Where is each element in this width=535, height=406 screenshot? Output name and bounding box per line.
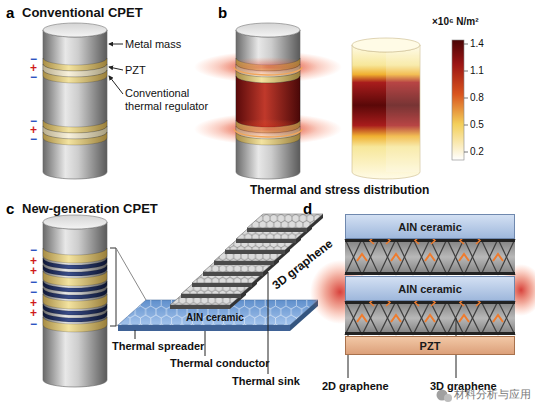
heated-cylinder (236, 23, 300, 179)
ceramic-layer: AlN ceramic (345, 214, 515, 239)
graphene-slab-edge (181, 294, 241, 298)
heat-flow-arrow (493, 254, 503, 261)
color-bar-tick (464, 71, 468, 72)
heat-flow-arrow (357, 254, 367, 261)
graphene-foam (345, 301, 515, 335)
cylinder-band (43, 288, 107, 299)
cylinder-band (43, 317, 107, 332)
section-heading: Conventional CPET (22, 6, 143, 21)
heat-flow-arrow (391, 315, 401, 322)
heat-ring (234, 129, 302, 137)
heat-glow (218, 57, 318, 77)
bracket-line (116, 248, 146, 300)
leader-line (135, 330, 136, 339)
section-heading: New-generation CPET (22, 202, 158, 217)
new-generation-cylinder (43, 215, 107, 387)
graphene-slab-edge (203, 272, 263, 276)
heat-flow-arrow (459, 254, 469, 261)
polarity-sign: − (30, 133, 37, 147)
part-label: PZT (125, 64, 146, 77)
heat-flow-arrow (425, 315, 435, 322)
layer-label: AlN ceramic (398, 283, 462, 295)
conventional-cpet-cylinder (43, 23, 107, 179)
layer-label: PZT (420, 340, 441, 352)
unit-label: ×10⁶ N/m² (432, 16, 479, 28)
scale-tick: 1.4 (470, 38, 484, 50)
color-bar-tick (464, 152, 468, 153)
color-bar-tick (464, 44, 468, 45)
leader-line (109, 67, 123, 70)
graphene-slab-edge (236, 239, 296, 243)
bracket (110, 248, 116, 326)
cylinder-body (43, 30, 107, 179)
part-label: Thermal sink (232, 375, 300, 388)
heat-flow-arrow (493, 315, 503, 322)
watermark: 材料分析与应用 (454, 388, 531, 401)
cylinder-band (43, 248, 107, 263)
panel-letter: b (218, 4, 227, 21)
graphene-foam (345, 239, 515, 275)
cylinder-band (43, 304, 107, 315)
polarity-sign: − (30, 71, 37, 85)
heat-flow-arrow (459, 315, 469, 322)
ceramic-layer: AlN ceramic (345, 276, 515, 301)
panel-letter: a (6, 4, 14, 21)
part-label: 3D graphene (270, 237, 336, 293)
graphene-slab-edge (192, 283, 252, 287)
cylinder-band (43, 294, 107, 309)
heat-glow (218, 119, 318, 139)
heat-ring (234, 67, 302, 75)
part-label: 2D graphene (322, 380, 389, 393)
cylinder-body (43, 222, 107, 387)
cylinder-top (43, 23, 107, 37)
color-bar-tick (464, 98, 468, 99)
panel-letter: c (6, 200, 14, 217)
leader-line (109, 76, 123, 94)
leader-line (109, 44, 123, 45)
polarity-sign: − (30, 318, 37, 332)
scale-tick: 0.5 (470, 119, 484, 131)
cylinder-band (43, 311, 107, 322)
graphene-slab-edge (170, 305, 230, 309)
panel-letter: d (303, 200, 312, 217)
cylinder-band (43, 132, 107, 145)
leader-line (205, 331, 206, 356)
layer-label: AlN ceramic (398, 221, 462, 233)
stress-top (352, 38, 420, 52)
color-bar-tick (464, 125, 468, 126)
pzt-layer: PZT (345, 336, 515, 355)
cylinder-top (43, 215, 107, 229)
part-label: Metal mass (125, 38, 181, 51)
scale-tick: 0.2 (470, 146, 484, 158)
part-label: Thermal conductor (170, 357, 270, 370)
color-bar (452, 40, 464, 160)
cylinder-band (43, 265, 107, 276)
cylinder-band (43, 258, 107, 269)
scale-tick: 1.1 (470, 65, 484, 77)
heat-flow-arrow (391, 254, 401, 261)
graphene-film (345, 272, 515, 275)
cylinder-body (236, 30, 300, 179)
panel-caption: Thermal and stress distribution (250, 184, 429, 198)
heat-flow-arrow (357, 315, 367, 322)
cylinder-band (43, 271, 107, 286)
cylinder-top (236, 23, 300, 37)
graphene-slab-edge (225, 250, 285, 254)
cylinder-band (43, 281, 107, 292)
plate-edge (118, 325, 290, 331)
part-label: AlN ceramic (186, 312, 244, 324)
stress-map (352, 45, 420, 179)
watermark-icon (444, 394, 452, 402)
graphene-slab-edge (247, 228, 307, 232)
stress-cut-face (386, 45, 420, 172)
graphene-slab-edge (214, 261, 274, 265)
heat-flow-arrow (425, 254, 435, 261)
cylinder-band (43, 70, 107, 83)
part-label: Thermal spreader (112, 340, 204, 353)
scale-tick: 0.8 (470, 92, 484, 104)
part-label: Conventional thermal regulator (125, 87, 221, 112)
graphene-film (345, 332, 515, 335)
